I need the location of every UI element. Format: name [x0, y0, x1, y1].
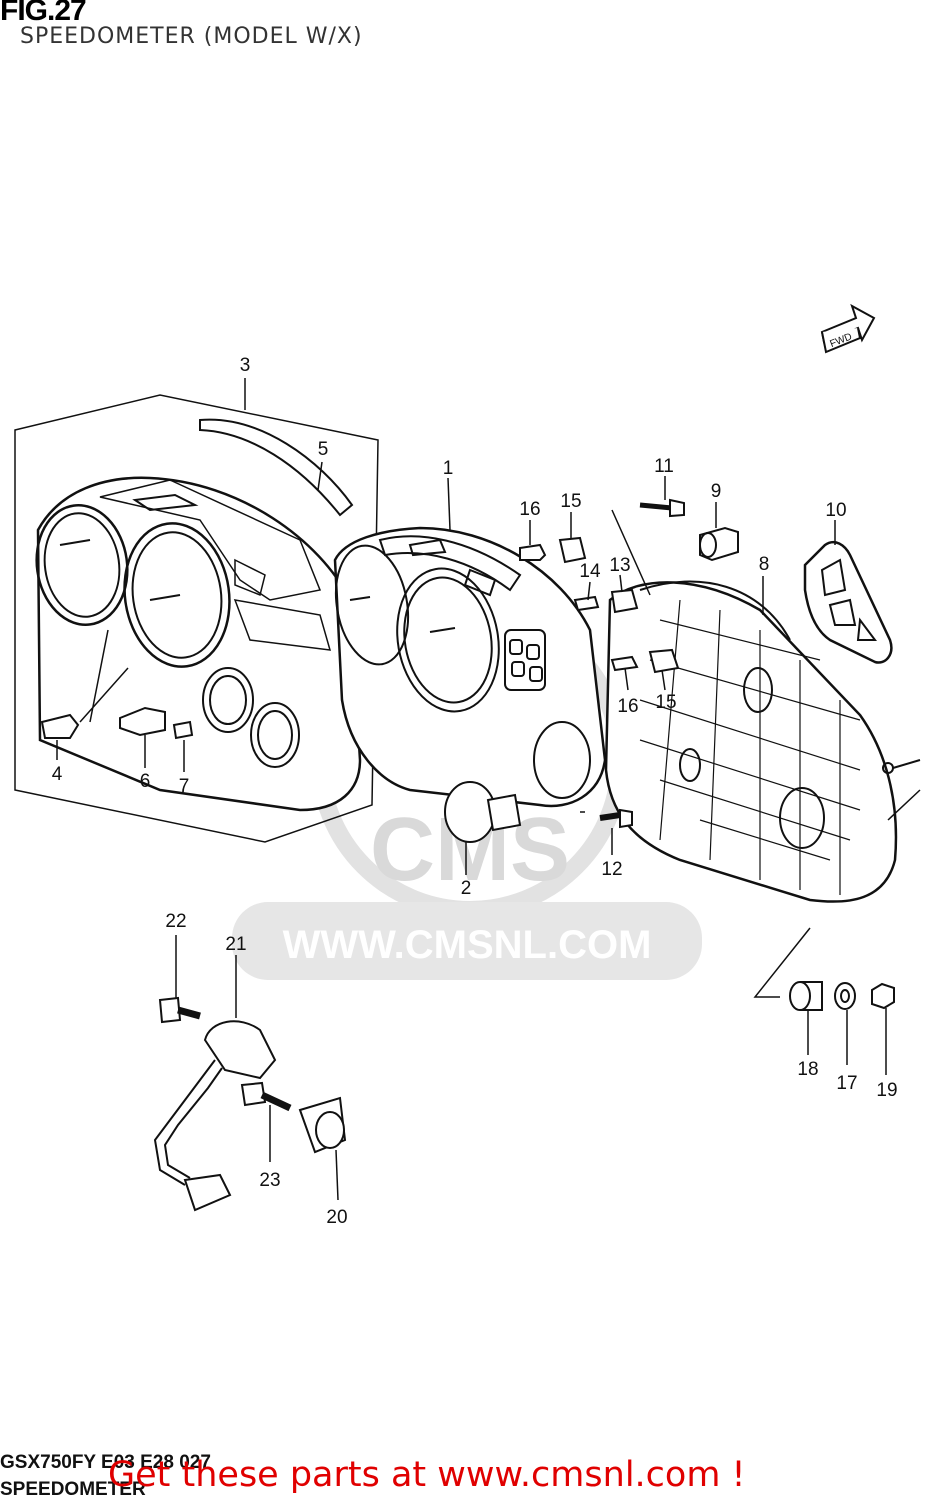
part-3-meter-case [14, 394, 379, 843]
part-10-bracket [803, 540, 893, 664]
get-parts-link[interactable]: Get these parts at www.cmsnl.com ! [108, 1455, 746, 1495]
part-12-screw [599, 808, 633, 829]
callout-8: 8 [759, 554, 770, 575]
cmsnl-watermark: CMS WWW.CMSNL.COM [232, 601, 702, 980]
part-6-socket [119, 706, 166, 737]
callout-4: 4 [52, 764, 63, 785]
callout-1: 1 [443, 458, 454, 479]
callout-13: 13 [609, 555, 630, 576]
part-8-back-cover [604, 580, 921, 903]
part-20-rotor [298, 1096, 347, 1154]
callout-19: 19 [876, 1080, 897, 1101]
callout-12: 12 [601, 859, 622, 880]
part-14-bulb [573, 595, 600, 612]
part-15-socket-upper [558, 536, 587, 564]
callout-16-lower: 16 [617, 696, 638, 717]
part-1-meter-assembly [333, 526, 607, 808]
callout-11: 11 [654, 456, 674, 477]
callout-10: 10 [825, 500, 846, 521]
callout-23: 23 [259, 1170, 280, 1191]
part-22-bolt [158, 996, 201, 1024]
callout-2: 2 [461, 878, 472, 899]
callout-17: 17 [836, 1073, 857, 1094]
part-18-cushion [789, 981, 823, 1011]
part-13-socket [610, 588, 639, 614]
callout-20: 20 [326, 1207, 347, 1228]
callout-22: 22 [165, 911, 186, 932]
part-16-bulb-lower [610, 655, 639, 672]
part-7-screw [172, 720, 194, 740]
callout-9: 9 [711, 481, 722, 502]
leader-lines [56, 378, 921, 1201]
callout-15-lower: 15 [655, 692, 676, 713]
part-5-strip [199, 418, 354, 517]
part-16-bulb-upper [519, 543, 547, 561]
watermark-url: WWW.CMSNL.COM [283, 923, 652, 967]
callout-labels: 1 2 3 4 5 6 7 8 9 10 11 12 13 14 15 15 1… [52, 355, 898, 1228]
figure-subtitle: SPEEDOMETER (MODEL W/X) [20, 24, 363, 49]
part-23-screw [240, 1081, 292, 1112]
part-17-washer [834, 982, 856, 1010]
part-9-grommet [699, 526, 739, 562]
callout-18: 18 [797, 1059, 818, 1080]
callout-16-upper: 16 [519, 499, 540, 520]
part-19-nut [871, 982, 895, 1010]
part-2-lamp-socket [444, 781, 522, 843]
callout-15-upper: 15 [560, 491, 581, 512]
callout-7: 7 [179, 776, 190, 797]
callout-5: 5 [318, 439, 329, 460]
part-4-bulb [40, 713, 80, 739]
part-15-socket-lower [648, 648, 680, 674]
callout-21: 21 [225, 934, 246, 955]
part-11-screw [639, 498, 685, 518]
part-21-sensor-harness [153, 1020, 277, 1212]
callout-6: 6 [140, 771, 151, 792]
figure-title: FIG.27 [0, 0, 87, 27]
fwd-arrow-icon: FWD [820, 303, 876, 354]
model-name: SPEEDOMETER [0, 1479, 146, 1500]
callout-14: 14 [579, 561, 601, 582]
callout-3: 3 [240, 355, 251, 376]
model-code: GSX750FY E03 E28 027 [0, 1452, 211, 1473]
